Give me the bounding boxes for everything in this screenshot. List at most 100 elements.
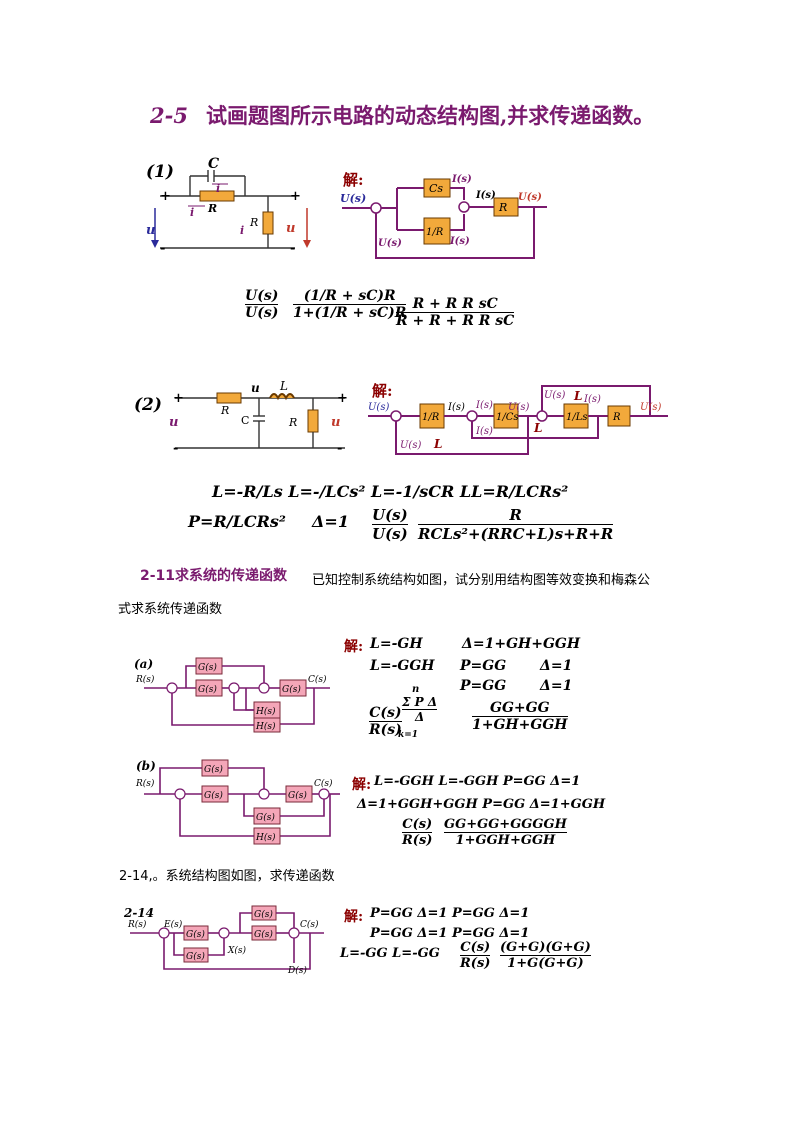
sol-a-rhs-num: GG+GG xyxy=(489,700,550,716)
bd1-r2-block: R xyxy=(498,201,507,214)
bd2-out-label: U(s) xyxy=(640,402,661,413)
bd1-output-label: U(s) xyxy=(518,192,542,203)
bd-14-R: R(s) xyxy=(127,919,147,930)
bd-14-G4: G(s) xyxy=(254,909,273,920)
circuit1-plus-left: + xyxy=(160,189,171,204)
sol-b-lhs: C(s) R(s) xyxy=(402,817,433,848)
sol-a-lhs: C(s) R(s) xyxy=(369,705,402,738)
circuit1-ur-label: u xyxy=(146,223,155,238)
bd2-L2-label: L xyxy=(533,421,542,435)
bd-b-G4: G(s) xyxy=(256,812,275,823)
sol-a-lhs-num: C(s) xyxy=(369,705,402,721)
sol-14-rhs-den: 1+G(G+G) xyxy=(500,955,591,971)
loops2-rhs: R RCLs²+(RRC+L)s+R+R xyxy=(418,506,614,543)
tf1-lhs-den: U(s) xyxy=(245,304,279,321)
sol-14-lhs: C(s) R(s) xyxy=(460,940,491,971)
sol-a-mason-k: k=1 xyxy=(398,730,419,740)
loops2-lhs: U(s) U(s) xyxy=(372,506,408,543)
solution-label-1: 解: xyxy=(343,171,364,189)
sol-a-P1: P=GG xyxy=(460,658,507,674)
circuit1-i-label: i xyxy=(240,224,244,237)
bd2-i1s-label: I(s) xyxy=(583,394,601,405)
bd1-input-label: U(s) xyxy=(340,192,366,205)
bd2-inv-cs-block: 1/Cs xyxy=(496,412,519,423)
block-diagram-1: U(s) Cs I(s) I(s) U(s) R 1/R I(s) U(s) xyxy=(340,174,547,259)
loops2-lhs-num: U(s) xyxy=(372,506,408,524)
circuit1-i2-label: i xyxy=(190,206,194,219)
bd2-r2-block: R xyxy=(612,412,621,423)
sol-14-lhs-den: R(s) xyxy=(460,955,491,971)
circuit2-uc-label: u xyxy=(331,415,340,430)
bd-b-G2: G(s) xyxy=(288,790,307,801)
bd2-i2-label: I(s) xyxy=(475,426,493,437)
problem-2-11-text-line2: 式求系统传递函数 xyxy=(118,602,223,617)
sol-a-rhs-den: 1+GH+GGH xyxy=(472,716,568,733)
bd2-u1b-label: U(s) xyxy=(400,440,421,451)
circuit2-R1-label: R xyxy=(220,404,229,417)
sol-a-rhs: GG+GG 1+GH+GGH xyxy=(472,700,568,733)
sol-b-line1: L=-GGH L=-GGH P=GG Δ=1 xyxy=(374,774,581,789)
part2-label: (2) xyxy=(134,395,162,415)
problem-2-11-heading: 2-11求系统的传递函数 xyxy=(140,568,288,584)
sol-b-rhs-den: 1+GGH+GGH xyxy=(444,832,567,848)
bd-14-D: D(s) xyxy=(287,965,307,976)
sol-a-L2: L=-GGH xyxy=(370,658,435,674)
sol-14-rhs-num: (G+G)(G+G) xyxy=(500,940,591,955)
bd-14-G1: G(s) xyxy=(186,929,205,940)
circuit1-r2-label: R xyxy=(249,216,258,229)
sol-a-mason-top: n xyxy=(412,684,420,695)
bd2-L1-label: L xyxy=(573,389,582,403)
problem-2-5-title: 2-5 试画题图所示电路的动态结构图,并求传递函数。 xyxy=(150,100,654,130)
block-diagram-2-11b: (b) R(s) C(s) G(s) G(s) G(s) G(s) H(s) xyxy=(135,759,340,845)
sol-a-delta2: Δ=1 xyxy=(540,678,573,694)
tf1-mid-num: (1/R + sC)R xyxy=(303,288,396,304)
sol-14-lhs-num: C(s) xyxy=(460,940,491,955)
solution-label-2: 解: xyxy=(372,382,393,400)
problem-number: 2-5 xyxy=(150,103,188,128)
bd-14-label: 2-14 xyxy=(123,906,154,920)
tf1-rhs-num: R + R R sC xyxy=(412,296,498,312)
bd1-uc-feedback-label: U(s) xyxy=(378,238,402,249)
bd-14-X: X(s) xyxy=(227,945,247,956)
tf1-rhs-den: R + R + R R sC xyxy=(396,312,515,329)
circuit1-minus-left: - xyxy=(160,241,165,256)
block-diagram-2-14: 2-14 R(s) E(s) C(s) X(s) D(s) G(s) G(s) … xyxy=(123,905,324,976)
problem-2-11-text-line1: 已知控制系统结构如图，试分别用结构图等效变换和梅森公 xyxy=(312,573,651,588)
sol-14-line3: L=-GG L=-GG xyxy=(340,946,440,961)
loops2-rhs-num: R xyxy=(509,506,522,524)
sol-14-line2: P=GG Δ=1 P=GG Δ=1 xyxy=(370,926,530,941)
loops2-line1: L=-R/Ls L=-/LCs² L=-1/sCR LL=R/LCRs² xyxy=(212,482,569,501)
sol-14-line1: P=GG Δ=1 P=GG Δ=1 xyxy=(370,906,530,921)
circuit2-plus-left: + xyxy=(173,391,184,406)
loops2-delta1: Δ=1 xyxy=(312,512,349,531)
circuit1-uc-label: u xyxy=(286,221,295,236)
problem-title-text: 试画题图所示电路的动态结构图,并求传递函数。 xyxy=(205,103,655,128)
bd2-is-label: I(s) xyxy=(447,402,465,413)
bd2-inv-ls-block: 1/Ls xyxy=(566,412,588,423)
circuit1-i1-label: i xyxy=(216,182,220,195)
sol-14-label: 解: xyxy=(344,909,364,925)
bd1-is-label: I(s) xyxy=(475,190,496,201)
sol-a-delta1: Δ=1 xyxy=(540,658,573,674)
bd-a-H2: H(s) xyxy=(255,706,276,717)
bd2-uc-label: U(s) xyxy=(544,390,565,401)
bd-a-G1: G(s) xyxy=(198,684,217,695)
bd1-i1s-label: I(s) xyxy=(451,174,472,185)
circuit2-L-label: L xyxy=(279,379,288,393)
sol-b-rhs: GG+GG+GGGGH 1+GGH+GGH xyxy=(444,817,567,848)
sol-b-lhs-num: C(s) xyxy=(402,817,433,832)
circuit2-C-label: C xyxy=(241,414,249,427)
bd-a-G3: G(s) xyxy=(198,662,217,673)
sol-b-rhs-num: GG+GG+GGGGH xyxy=(444,817,567,832)
part1-label: (1) xyxy=(146,162,174,182)
sol-b-lhs-den: R(s) xyxy=(402,832,433,848)
bd2-u1-label: U(s) xyxy=(508,402,529,413)
circuit-2-diagram: + + - - u L R C R u u xyxy=(169,379,348,456)
circuit1-r1-label: R xyxy=(207,202,217,215)
circuit2-minus-right: - xyxy=(337,441,342,456)
tf1-mid: (1/R + sC)R 1+(1/R + sC)R xyxy=(293,288,407,321)
bd-b-label: (b) xyxy=(136,759,156,773)
bd-a-C: C(s) xyxy=(308,674,327,685)
bd-14-G2: G(s) xyxy=(186,951,205,962)
sol-a-label: 解: xyxy=(344,639,364,655)
